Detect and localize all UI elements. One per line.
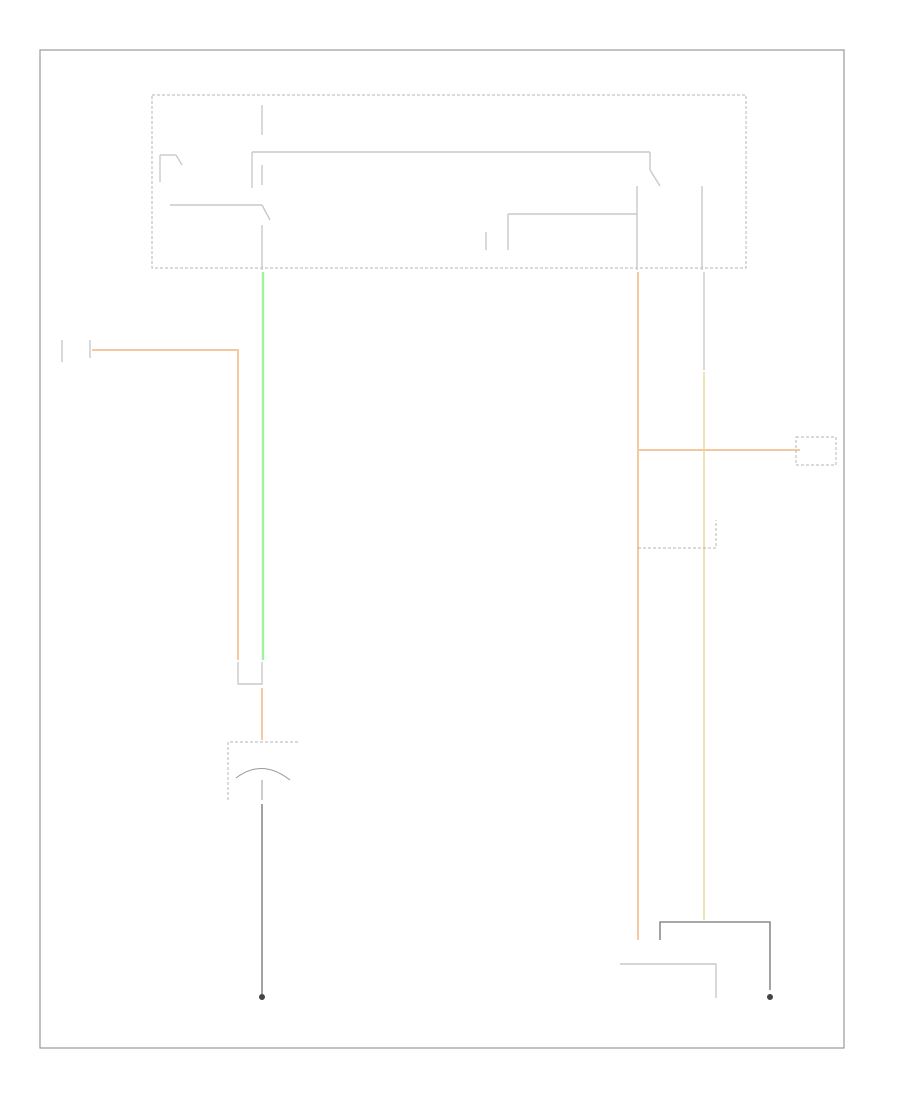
mid-module-box (638, 520, 717, 549)
switch-connector (237, 662, 263, 685)
right-connector (795, 436, 837, 466)
switch-arc (235, 768, 291, 781)
junction-box (151, 94, 747, 269)
ground-left-icon (259, 994, 265, 1000)
transmission-range-switch (227, 741, 300, 800)
page-frame (39, 49, 845, 1049)
ground-right-icon (767, 994, 773, 1000)
bottom-junction (659, 921, 771, 990)
junction-box-internals (159, 105, 703, 270)
orange-wire-left (92, 349, 239, 660)
bottom-connector (620, 963, 717, 998)
